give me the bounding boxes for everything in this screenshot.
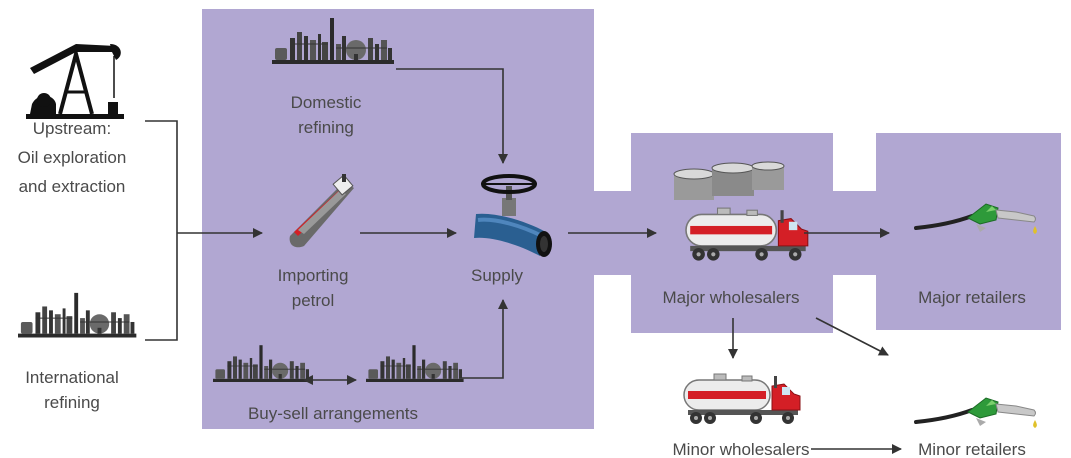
label-international-line2: refining <box>44 393 100 412</box>
labels: Upstream: Oil exploration and extraction… <box>18 93 1026 458</box>
arrow-domestic-to-supply <box>396 68 508 164</box>
connectors <box>145 68 902 454</box>
label-upstream-line3: and extraction <box>19 177 126 196</box>
label-domestic-line2: refining <box>298 118 354 137</box>
minor-retail-fuel-nozzle-icon <box>914 396 1039 430</box>
label-upstream-line2: Oil exploration <box>18 148 127 167</box>
minor-tanker-truck-icon <box>683 373 801 425</box>
tanker-ship-icon <box>289 174 354 248</box>
label-minor-retailers: Minor retailers <box>918 440 1026 458</box>
label-major-retailers: Major retailers <box>918 288 1026 307</box>
label-minor-wholesalers: Minor wholesalers <box>673 440 810 458</box>
label-importing-line2: petrol <box>292 291 335 310</box>
upstream-bracket <box>145 120 178 341</box>
label-buy-sell: Buy-sell arrangements <box>248 404 418 423</box>
supply-panel <box>202 9 1061 429</box>
arrow-major-wholesalers-to-minor-retailers <box>815 317 889 356</box>
storage-tanks-icon <box>673 161 785 200</box>
label-importing-line1: Importing <box>278 266 349 285</box>
label-international-line1: International <box>25 368 119 387</box>
label-major-wholesalers: Major wholesalers <box>663 288 800 307</box>
pipeline-valve-icon <box>474 174 552 257</box>
international-refinery-icon <box>17 292 137 338</box>
label-domestic-line1: Domestic <box>291 93 362 112</box>
oil-pump-jack-icon <box>26 44 124 119</box>
label-supply: Supply <box>471 266 523 285</box>
arrow-buysell-to-supply <box>462 299 508 379</box>
label-upstream-line1: Upstream: <box>33 119 111 138</box>
